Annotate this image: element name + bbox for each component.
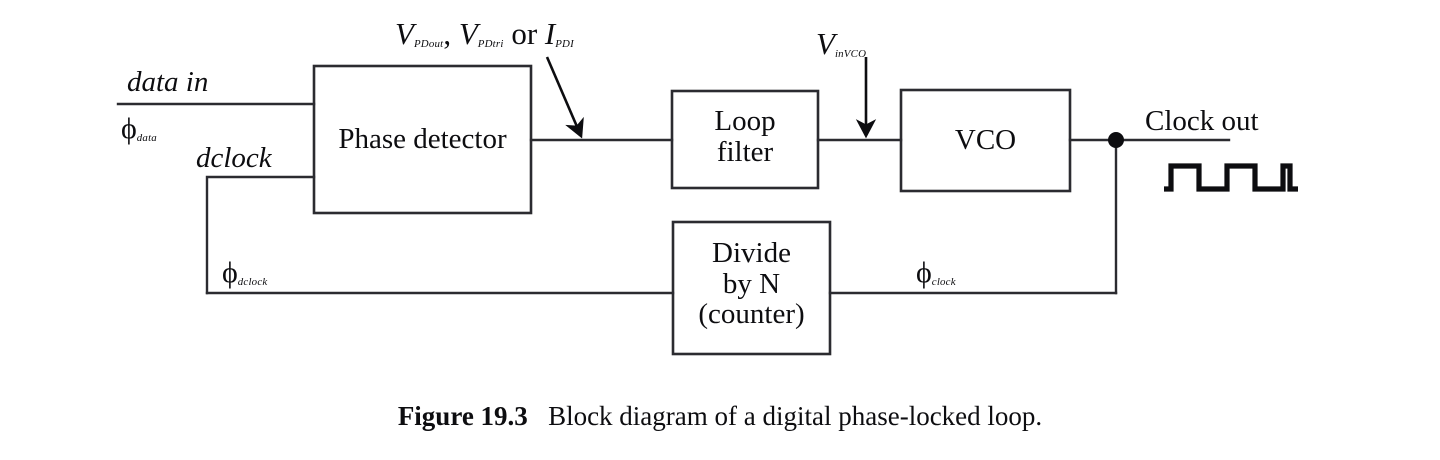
clock-out-junction-dot	[1108, 132, 1124, 148]
divider-label: Divide by N (counter)	[698, 237, 805, 331]
phi-dclock-symbol: ϕ	[222, 256, 238, 289]
pd-output-annotation: VPDout, VPDtri or IPDI	[395, 16, 574, 51]
phi-clock-label: ϕclock	[916, 258, 956, 288]
pd-output-annotation-arrow	[545, 56, 584, 139]
v-pdout-subscript: PDout	[413, 38, 444, 51]
phi-clock-symbol: ϕ	[916, 256, 932, 289]
i-pdi-subscript: PDI	[555, 38, 574, 51]
v-pdout-symbol: V	[395, 16, 414, 51]
pd-output-separator: ,	[443, 16, 459, 51]
phi-clock-subscript: clock	[931, 276, 956, 289]
v-invco-symbol: V	[816, 26, 835, 61]
phi-data-subscript: data	[136, 132, 157, 145]
v-pdtri-symbol: V	[458, 16, 478, 51]
figure-caption-text: Block diagram of a digital phase-locked …	[548, 401, 1043, 431]
phi-dclock-subscript: dclock	[237, 276, 268, 289]
phi-data-symbol: ϕ	[121, 112, 137, 145]
phase-detector-label: Phase detector	[338, 123, 507, 155]
wire-dclock-into-pd	[205, 175, 316, 295]
loop-filter-label: Loop filter	[714, 105, 776, 168]
phi-dclock-label: ϕdclock	[222, 258, 267, 288]
i-pdi-symbol: I	[544, 16, 556, 51]
phi-data-label: ϕdata	[121, 114, 157, 144]
data-in-label: data in	[127, 66, 209, 98]
clock-out-waveform	[1164, 163, 1298, 192]
v-pdtri-subscript: PDtri	[477, 38, 504, 51]
figure-caption: Figure 19.3 Block diagram of a digital p…	[0, 401, 1440, 432]
vco-label: VCO	[954, 124, 1017, 156]
figure-caption-spacer	[528, 401, 548, 431]
v-invco-subscript: inVCO	[834, 48, 867, 61]
divider-box	[671, 220, 832, 356]
vco-input-annotation: VinVCO	[816, 26, 867, 61]
pd-output-conjunction: or	[503, 16, 545, 51]
dclock-label: dclock	[196, 142, 272, 174]
clock-out-label: Clock out	[1145, 105, 1259, 137]
figure-caption-label: Figure 19.3	[397, 401, 528, 431]
